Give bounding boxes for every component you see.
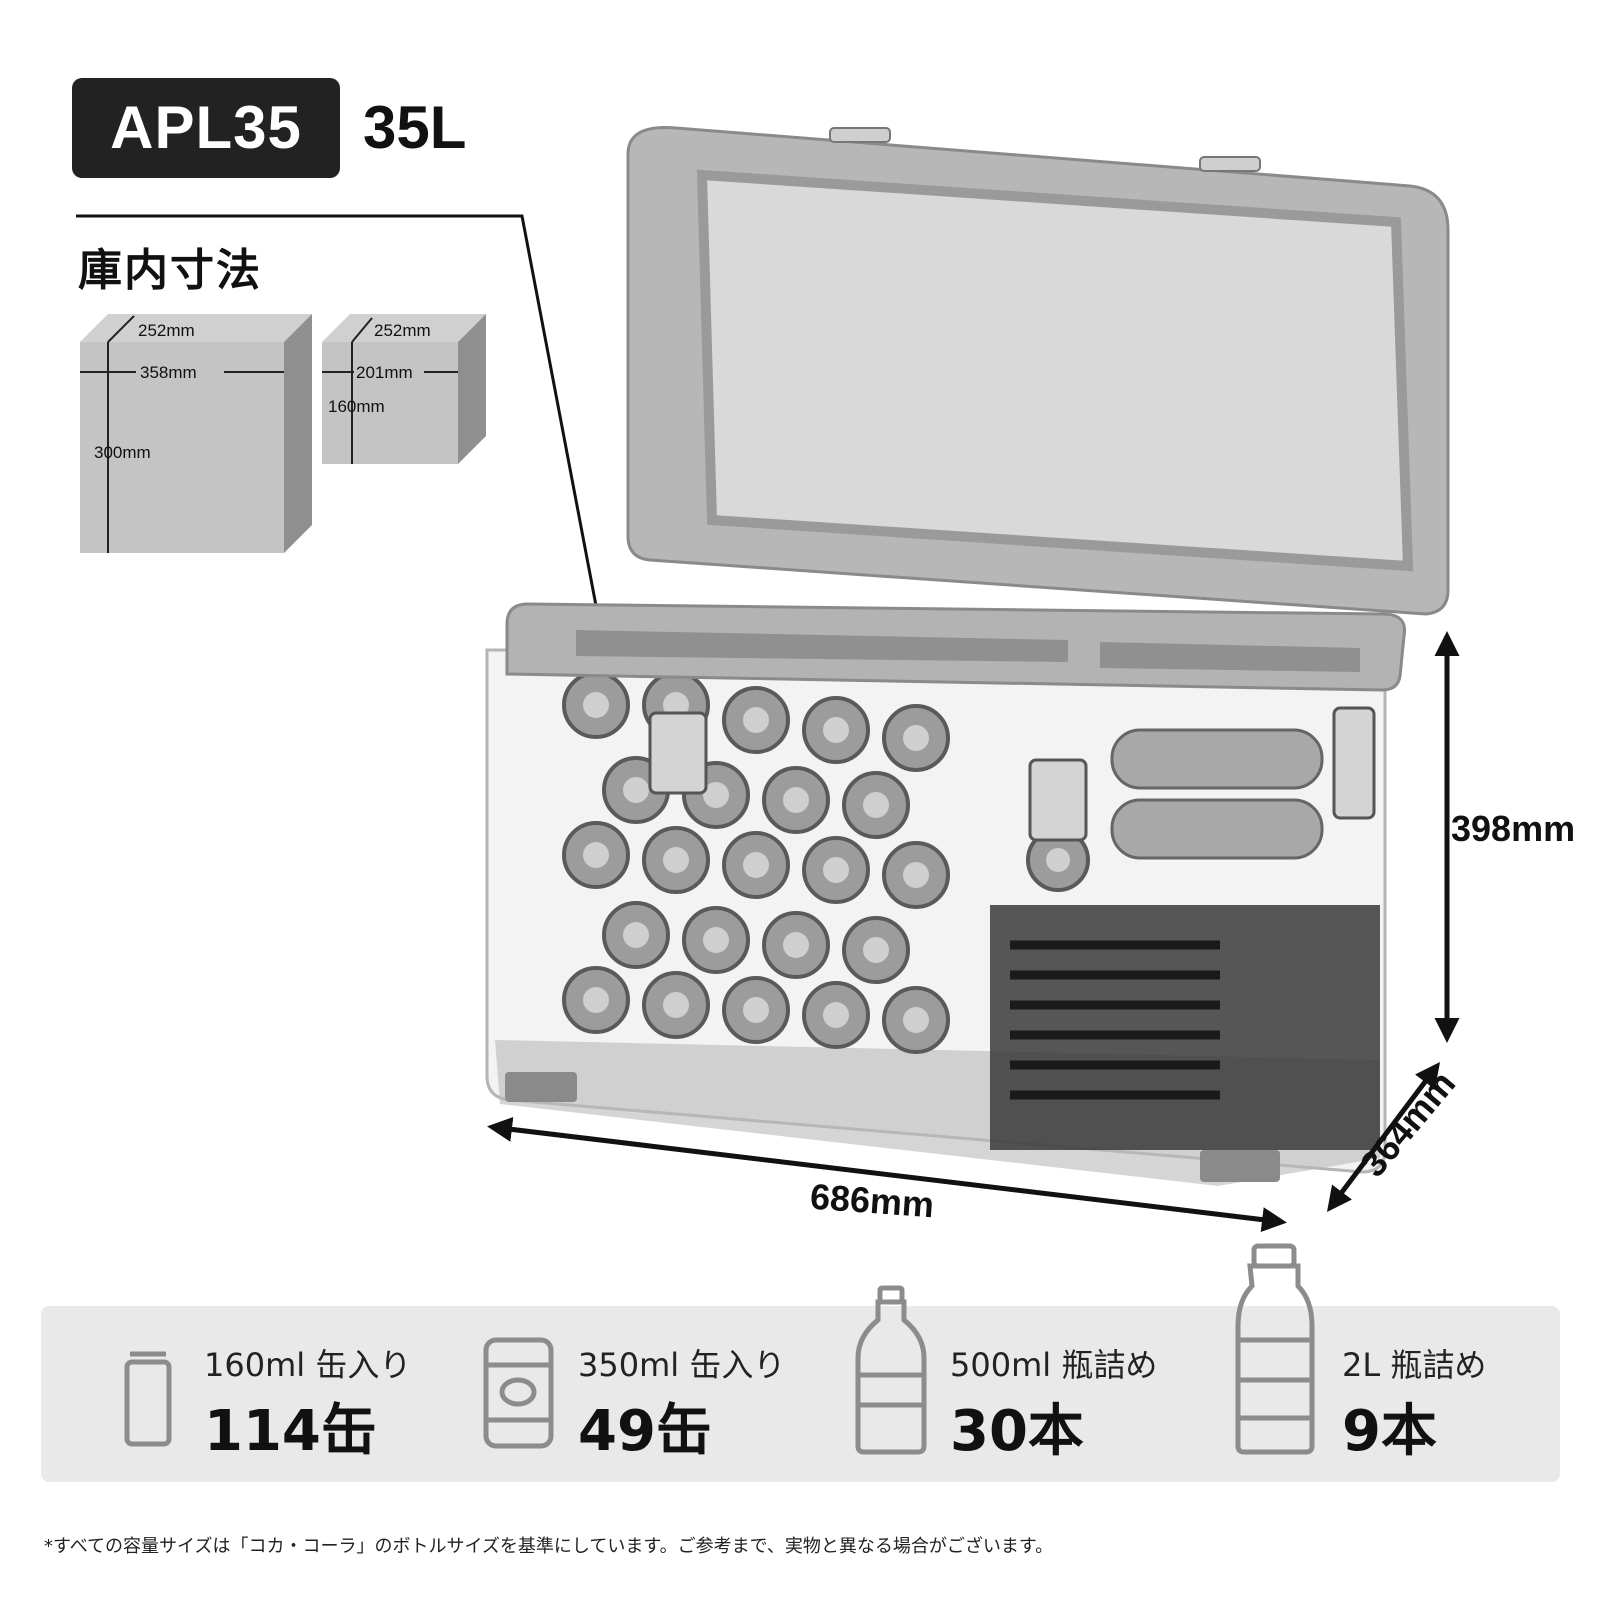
main-height-label: 300mm bbox=[94, 443, 151, 462]
sub-width-label: 201mm bbox=[356, 363, 413, 382]
can-icon bbox=[483, 1337, 554, 1449]
model-badge: APL35 bbox=[72, 78, 340, 178]
main-compartment-cube bbox=[80, 314, 312, 553]
small-can-icon bbox=[124, 1351, 172, 1447]
capacity-label-350ml: 350ml 缶入り bbox=[578, 1346, 786, 1384]
exterior-height-label: 398mm bbox=[1451, 808, 1576, 849]
capacity-value-500ml: 30本 bbox=[950, 1399, 1084, 1464]
capacity-label-2l: 2L 瓶詰め bbox=[1342, 1346, 1487, 1384]
sub-height-label: 160mm bbox=[328, 397, 385, 416]
footnote: *すべての容量サイズは「コカ・コーラ」のボトルサイズを基準にしています。ご参考ま… bbox=[44, 1536, 1054, 1557]
width-arrow bbox=[487, 1116, 1287, 1233]
capacity-value-350ml: 49缶 bbox=[578, 1399, 712, 1464]
depth-arrow bbox=[1326, 1062, 1441, 1212]
cooler-lid bbox=[626, 126, 1450, 616]
capacity-label-500ml: 500ml 瓶詰め bbox=[950, 1346, 1158, 1384]
capacity-label-160ml: 160ml 缶入り bbox=[204, 1346, 412, 1384]
bottle-icon bbox=[855, 1285, 927, 1455]
sub-compartment-cube bbox=[322, 314, 486, 464]
cooler-body bbox=[485, 602, 1407, 1186]
capacity-label: 35L bbox=[363, 94, 467, 161]
capacity-value-2l: 9本 bbox=[1342, 1399, 1437, 1464]
large-bottle-icon bbox=[1235, 1243, 1315, 1455]
capacity-value-160ml: 114缶 bbox=[204, 1399, 377, 1464]
main-depth-label: 252mm bbox=[138, 321, 195, 340]
main-width-label: 358mm bbox=[140, 363, 197, 382]
interior-dimensions-heading: 庫内寸法 bbox=[78, 245, 262, 296]
sub-depth-label: 252mm bbox=[374, 321, 431, 340]
